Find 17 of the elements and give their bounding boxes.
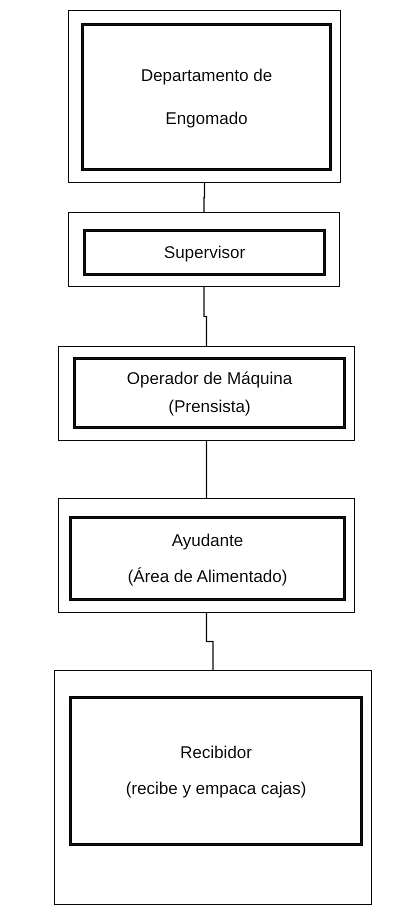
role-title: Supervisor (164, 242, 246, 264)
connector-line (206, 613, 214, 670)
role-note: (Prensista) (168, 396, 251, 418)
connector-line (203, 287, 208, 346)
role-title: Departamento de Engomado (140, 65, 274, 130)
connector-line (206, 441, 208, 498)
connector-line (203, 183, 206, 212)
org-chart-box (58, 498, 355, 613)
role-note: (recibe y empaca cajas) (126, 778, 306, 800)
org-chart-box (54, 670, 372, 905)
org-chart-box (68, 212, 340, 287)
role-note: (Área de Alimentado) (128, 566, 288, 588)
org-chart-box (68, 10, 341, 183)
role-title: Ayudante (172, 530, 244, 552)
org-chart-box (58, 346, 355, 441)
role-title: Recibidor (180, 742, 252, 764)
role-title: Operador de Máquina (126, 368, 292, 390)
